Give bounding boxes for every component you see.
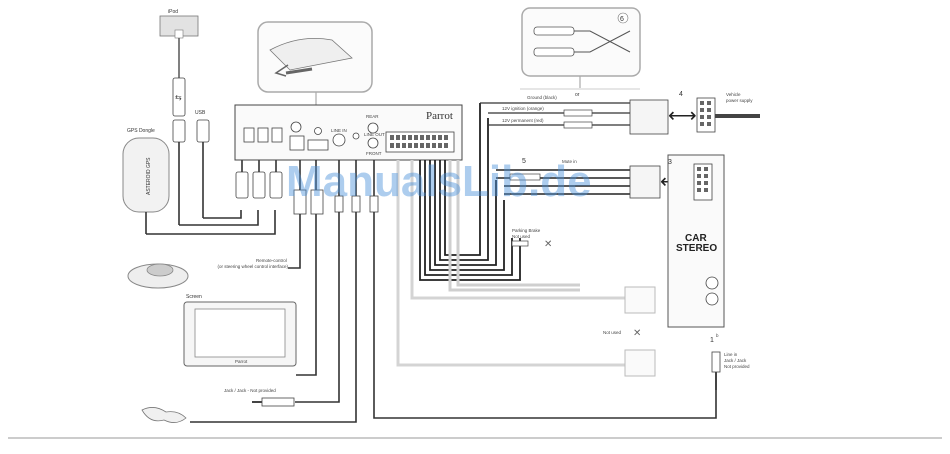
line-in-jack-icon xyxy=(711,351,721,390)
car-stereo-title-2: STEREO xyxy=(676,243,717,254)
vehicle-iso-connector-icon xyxy=(629,97,760,135)
front-port-label: FRONT xyxy=(366,151,382,156)
screen-device-icon xyxy=(183,301,297,367)
watermark: ManualsLib.de xyxy=(286,157,592,206)
line-in-jack-line-1: Line in xyxy=(724,352,738,357)
usb-cable-icon xyxy=(196,119,210,218)
parking-brake-x-icon: ✕ xyxy=(544,239,552,250)
arrow-4-icon: ⟷ xyxy=(668,105,697,127)
badge-6 xyxy=(617,12,629,24)
remote-control-icon xyxy=(127,263,189,289)
usb-label: USB xyxy=(195,110,206,116)
car-stereo-title-1: CAR xyxy=(685,233,707,244)
usb-cable-ipod-icon: ⇆ xyxy=(172,77,186,225)
num-6-label: 6 xyxy=(620,16,624,23)
parrot-brand-label: Parrot xyxy=(426,110,453,122)
vehicle-power-line-2: power supply xyxy=(726,98,753,103)
parrot-unit xyxy=(234,104,463,161)
parking-brake-label: Parking Brake Not used xyxy=(512,228,542,239)
vehicle-power-label: Vehicle power supply xyxy=(726,92,753,103)
num-3-label: 3 xyxy=(668,159,672,166)
num-1b-label: b xyxy=(716,333,719,338)
car-stereo-box xyxy=(667,154,725,328)
parking-brake-line-1: Parking Brake xyxy=(512,228,541,233)
remote-line-2: (or steering wheel control interface) xyxy=(217,264,288,269)
gps-dongle-label: GPS Dongle xyxy=(127,128,155,134)
power-wires-icon xyxy=(480,102,630,129)
usb-bundle-icon xyxy=(179,160,283,235)
line-in-jack-label: Line in Jack / Jack Not provided xyxy=(724,352,750,369)
remote-control-label: Remote-control (or steering wheel contro… xyxy=(217,258,288,269)
screen-brand-label: Parrot xyxy=(235,359,248,364)
permanent-label: 12V permanent (red) xyxy=(502,118,544,123)
screen-label: Screen xyxy=(186,294,202,300)
svg-text:⇆: ⇆ xyxy=(175,93,182,102)
mute-label: Mute in xyxy=(562,159,577,164)
jack-not-provided-label: Jack / Jack - Not provided xyxy=(224,388,276,393)
remote-line-1: Remote-control xyxy=(256,258,287,263)
not-used-label: Not used xyxy=(603,330,622,335)
num-5-label: 5 xyxy=(522,158,526,165)
unit-down-cables-icon xyxy=(190,103,717,423)
stereo-iso-connector-icon xyxy=(629,165,661,199)
or-label: or xyxy=(575,92,580,98)
line-in-jack-line-2: Jack / Jack xyxy=(724,358,747,363)
line-out-connectors-icon xyxy=(624,286,656,377)
parking-brake-line-2: Not used xyxy=(512,234,531,239)
option-6-inset-icon xyxy=(521,7,641,88)
rear-port-label: REAR xyxy=(366,114,379,119)
mute-wires-icon xyxy=(496,169,630,195)
microphone-icon xyxy=(141,407,187,423)
not-used-x-icon: ✕ xyxy=(633,328,641,339)
gps-dongle-icon: ASTEROID GPS xyxy=(122,137,242,235)
ipod-dock-icon xyxy=(159,15,199,78)
module-insertion-inset-icon xyxy=(257,21,373,105)
line-in-jack-line-3: Not provided xyxy=(724,364,750,369)
gps-device-text: ASTEROID GPS xyxy=(146,157,152,195)
num-1-label: 1 xyxy=(710,337,714,344)
ipod-label: iPod xyxy=(168,9,178,15)
ground-label: Ground (black) xyxy=(527,95,557,100)
ignition-label: 12V ignition (orange) xyxy=(502,106,544,111)
parking-brake-connector-icon xyxy=(511,240,529,247)
jack-plug-icon xyxy=(252,397,295,407)
num-4-label: 4 xyxy=(679,91,683,98)
line-in-port-label: LINE IN xyxy=(331,128,347,133)
vehicle-power-line-1: Vehicle xyxy=(726,92,741,97)
line-out-port-label: LINE OUT xyxy=(364,132,385,137)
